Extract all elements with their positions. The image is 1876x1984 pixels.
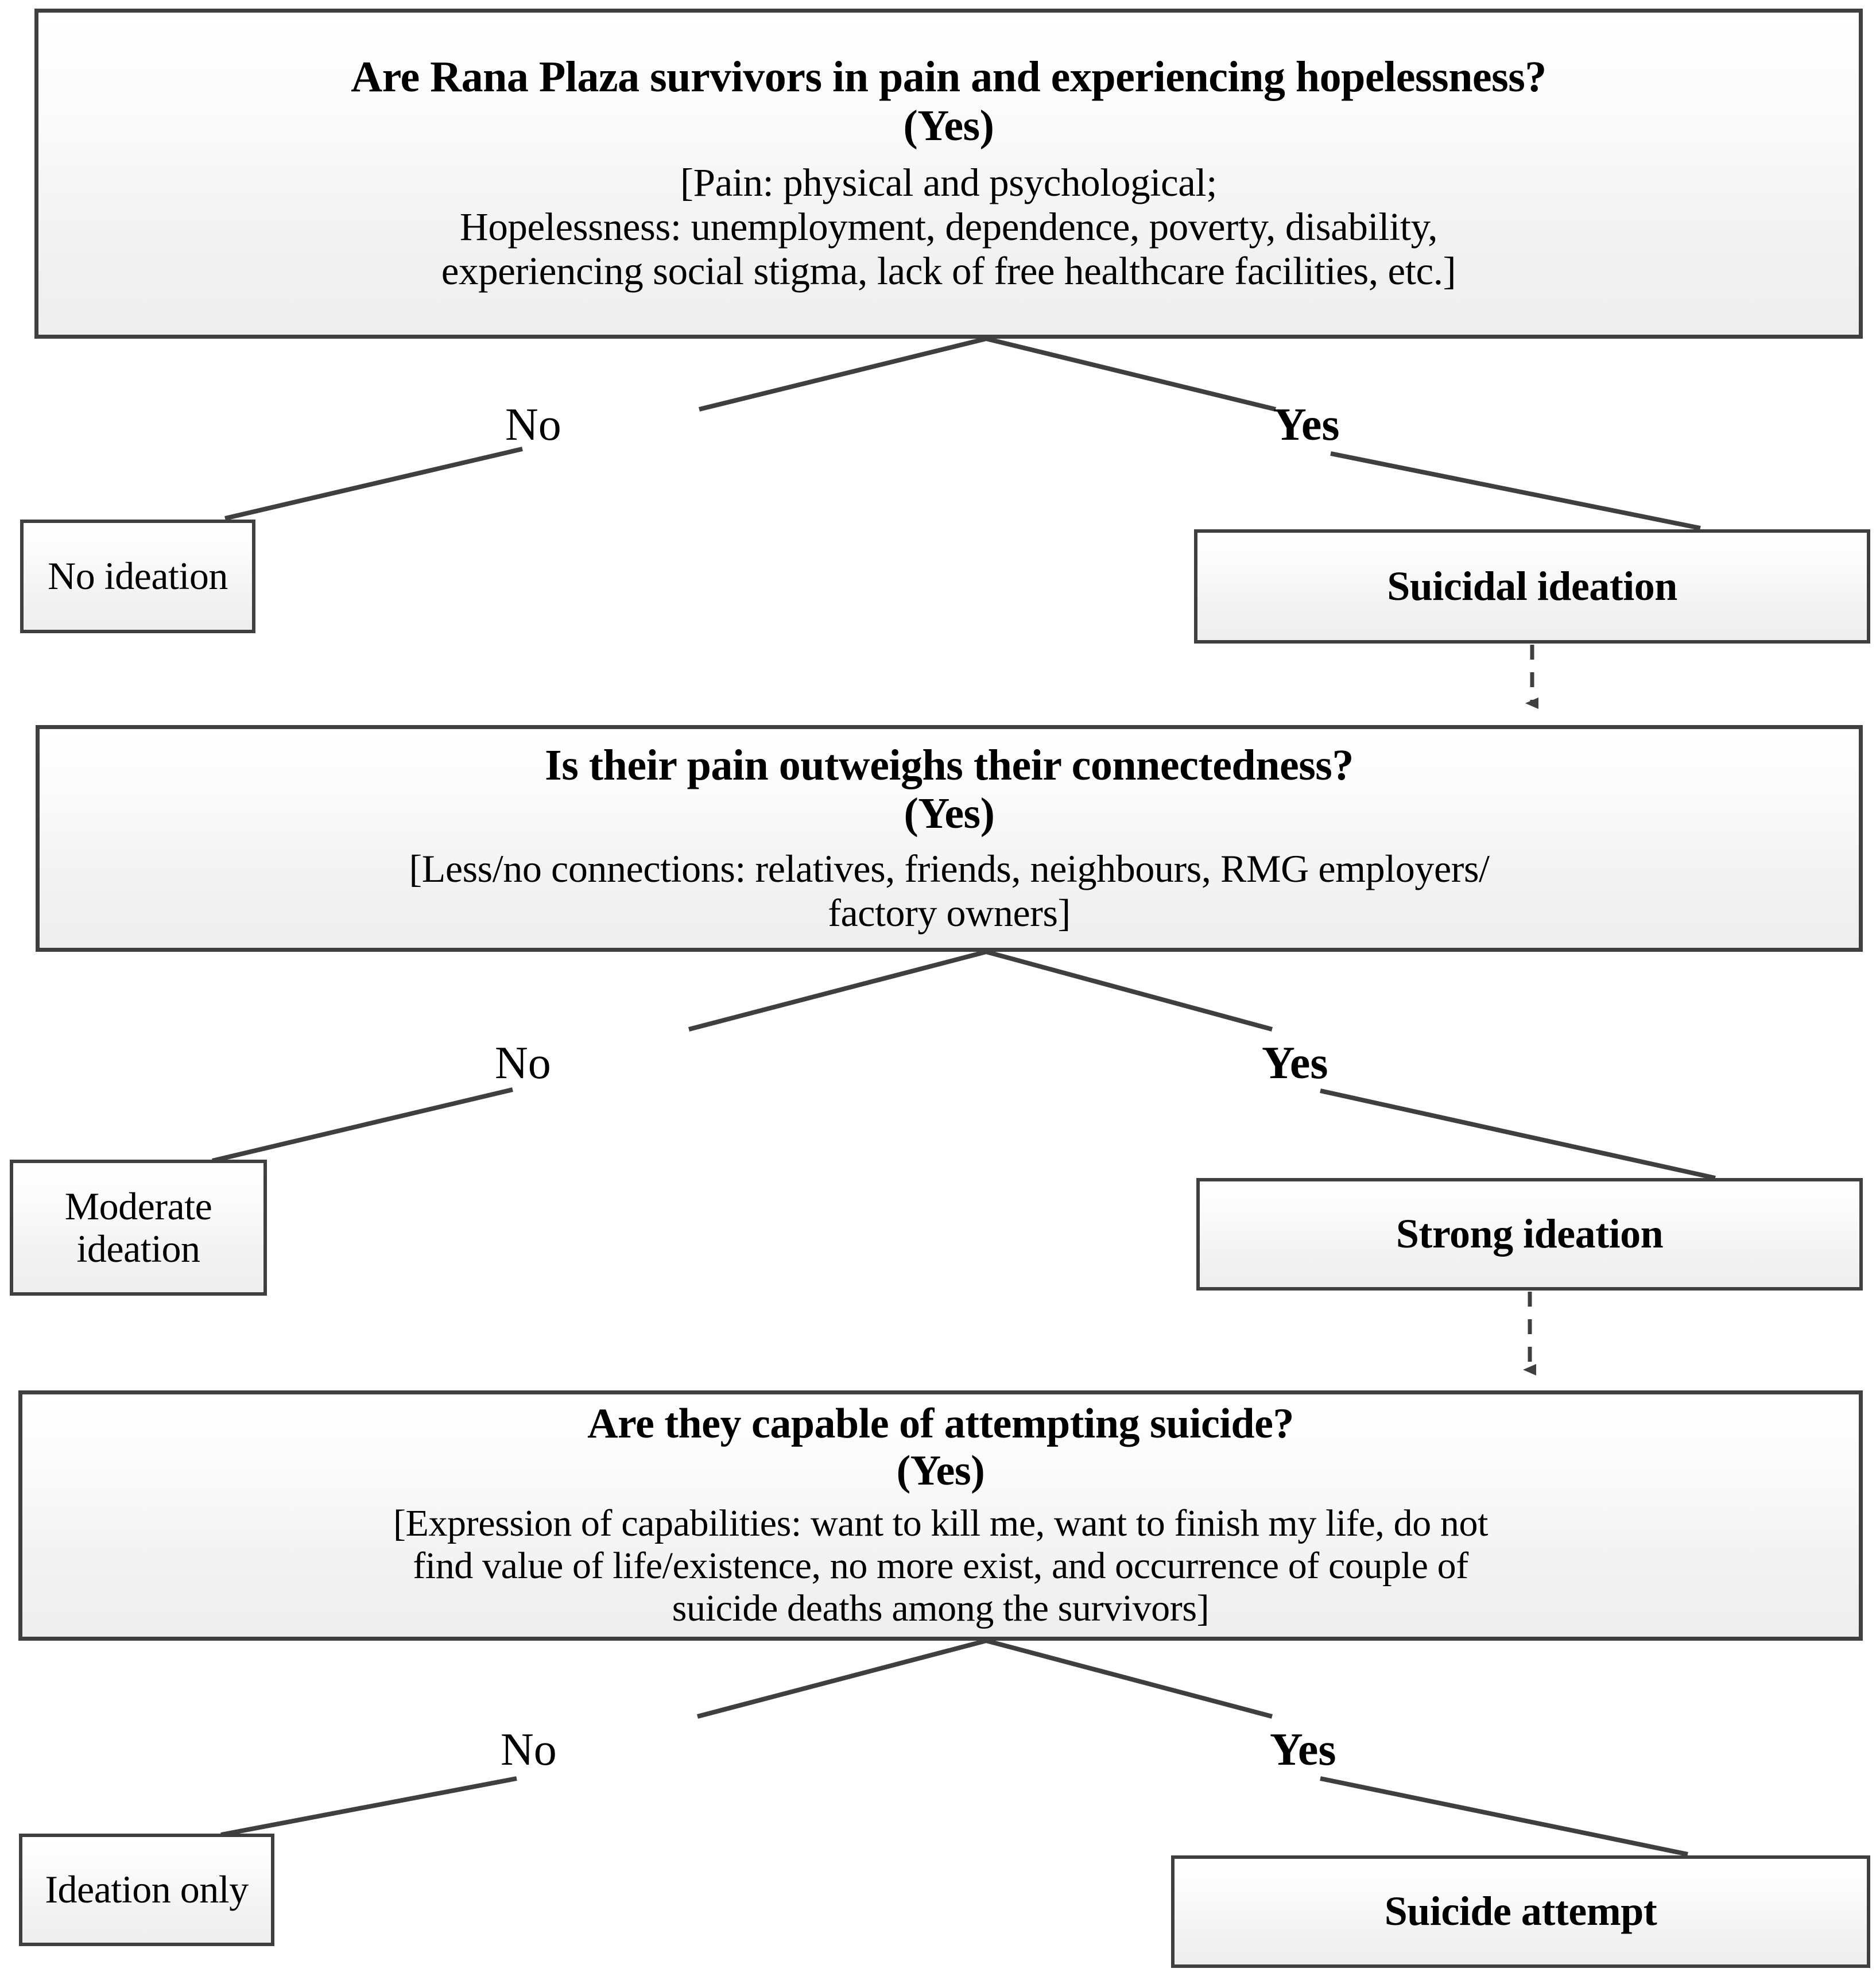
suicidal-ideation-label: Suicidal ideation xyxy=(1387,563,1677,609)
outcome-node-ideation-only[interactable]: Ideation only xyxy=(19,1834,274,1946)
connector-q1-yes-branch xyxy=(1330,451,1701,530)
moderate-ideation-label-line-1: Moderate xyxy=(64,1184,212,1229)
connector-q2-fork xyxy=(688,950,1273,1032)
q2-detail-line-1: [Less/no connections: relatives, friends… xyxy=(409,847,1490,891)
q1-detail-line-3: experiencing social stigma, lack of free… xyxy=(441,249,1456,293)
q1-answer: (Yes) xyxy=(903,102,994,150)
outcome-node-moderate-ideation[interactable]: Moderate ideation xyxy=(10,1160,267,1296)
branch-label-yes-q2: Yes xyxy=(1262,1038,1328,1088)
decision-node-pain-vs-connectedness[interactable]: Is their pain outweighs their connectedn… xyxy=(36,725,1863,952)
connector-q3-fork xyxy=(696,1638,1273,1719)
suicide-attempt-label: Suicide attempt xyxy=(1384,1888,1657,1935)
branch-label-yes-q3: Yes xyxy=(1270,1725,1336,1775)
moderate-ideation-label-line-2: ideation xyxy=(76,1226,200,1270)
no-ideation-label: No ideation xyxy=(48,554,228,598)
outcome-node-strong-ideation[interactable]: Strong ideation xyxy=(1196,1178,1863,1291)
q1-title: Are Rana Plaza survivors in pain and exp… xyxy=(351,52,1546,101)
outcome-node-suicide-attempt[interactable]: Suicide attempt xyxy=(1171,1855,1870,1968)
connector-q1-fork xyxy=(699,336,1276,412)
q3-detail-line-1: [Expression of capabilities: want to kil… xyxy=(393,1502,1489,1545)
branch-label-no-q1: No xyxy=(505,400,561,450)
connector-q3-yes-branch xyxy=(1320,1776,1688,1857)
branch-label-no-q2: No xyxy=(495,1038,551,1088)
connector-q2-yes-branch xyxy=(1320,1088,1716,1180)
q3-answer: (Yes) xyxy=(896,1447,985,1494)
q3-detail-line-3: suicide deaths among the survivors] xyxy=(672,1587,1210,1629)
decision-node-pain-hopelessness[interactable]: Are Rana Plaza survivors in pain and exp… xyxy=(34,9,1863,339)
connector-q2-no-branch xyxy=(212,1087,513,1163)
connector-q1-no-branch xyxy=(224,447,523,521)
ideation-only-label: Ideation only xyxy=(45,1867,249,1912)
q2-title: Is their pain outweighs their connectedn… xyxy=(545,741,1354,790)
q3-detail-line-2: find value of life/existence, no more ex… xyxy=(413,1544,1468,1587)
q3-title: Are they capable of attempting suicide? xyxy=(587,1400,1294,1448)
q2-answer: (Yes) xyxy=(904,789,995,838)
branch-label-no-q3: No xyxy=(501,1725,557,1775)
outcome-node-no-ideation[interactable]: No ideation xyxy=(20,520,255,633)
connector-q3-no-branch xyxy=(220,1776,517,1837)
q2-detail-line-2: factory owners] xyxy=(828,890,1071,935)
q1-detail-line-1: [Pain: physical and psychological; xyxy=(680,160,1217,204)
decision-node-capability[interactable]: Are they capable of attempting suicide? … xyxy=(18,1390,1863,1641)
branch-label-yes-q1: Yes xyxy=(1273,400,1340,450)
q1-detail-line-2: Hopelessness: unemployment, dependence, … xyxy=(459,204,1438,249)
strong-ideation-label: Strong ideation xyxy=(1396,1211,1664,1257)
outcome-node-suicidal-ideation[interactable]: Suicidal ideation xyxy=(1194,529,1870,644)
